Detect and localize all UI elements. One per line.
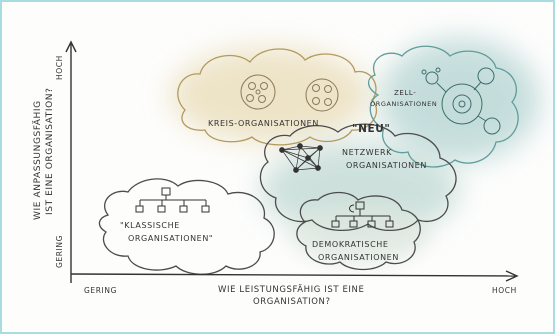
zell-label-line2: ORGANISATIONEN xyxy=(370,100,437,108)
democratic-hierarchy-icon xyxy=(331,201,394,228)
netzwerk-label-line2: ORGANISATIONEN xyxy=(346,161,427,170)
circle-cluster-icon-left xyxy=(240,74,276,110)
kreis-cloud xyxy=(177,48,378,146)
netzwerk-wash xyxy=(260,142,460,238)
cell-organisation-icon xyxy=(421,67,501,135)
hierarchy-icon xyxy=(135,187,210,213)
y-axis-arrow xyxy=(65,40,77,53)
kreis-wash xyxy=(170,47,370,143)
new-label: "NEU" xyxy=(352,123,390,135)
x-axis-title-line2: ORGANISATION? xyxy=(253,297,331,307)
zell-cloud xyxy=(367,45,519,168)
x-axis xyxy=(70,273,516,277)
circle-cluster-icon-right xyxy=(305,78,339,112)
x-axis-title-line1: WIE LEISTUNGSFÄHIG IST EINE xyxy=(218,284,364,295)
y-axis-title-line2: IST EINE ORGANISATION? xyxy=(45,88,55,215)
y-axis-title-line1: WIE ANPASSUNGSFÄHIG xyxy=(32,100,43,220)
kreis-label: KREIS-ORGANISATIONEN xyxy=(208,119,319,128)
demokratisch-cloud xyxy=(296,191,421,271)
y-axis-high-label: HOCH xyxy=(55,55,64,80)
klassische-cloud xyxy=(98,178,275,275)
y-axis-low-label: GERING xyxy=(55,235,64,268)
klassische-label-line2: ORGANISATIONEN" xyxy=(128,234,213,243)
network-graph-icon xyxy=(279,143,323,173)
demokratisch-wash xyxy=(290,205,430,265)
demokratisch-label-line1: DEMOKRATISCHE xyxy=(312,240,389,249)
x-axis-high-label: HOCH xyxy=(492,286,517,295)
demokratisch-label-line2: ORGANISATIONEN xyxy=(318,253,399,262)
zell-label-line1: ZELL- xyxy=(394,89,416,97)
klassische-label-line1: "KLASSISCHE xyxy=(120,221,180,230)
x-axis-arrow xyxy=(505,270,519,282)
netzwerk-cloud xyxy=(259,123,457,232)
netzwerk-label-line1: NETZWERK xyxy=(342,148,392,157)
x-axis-low-label: GERING xyxy=(84,286,117,295)
